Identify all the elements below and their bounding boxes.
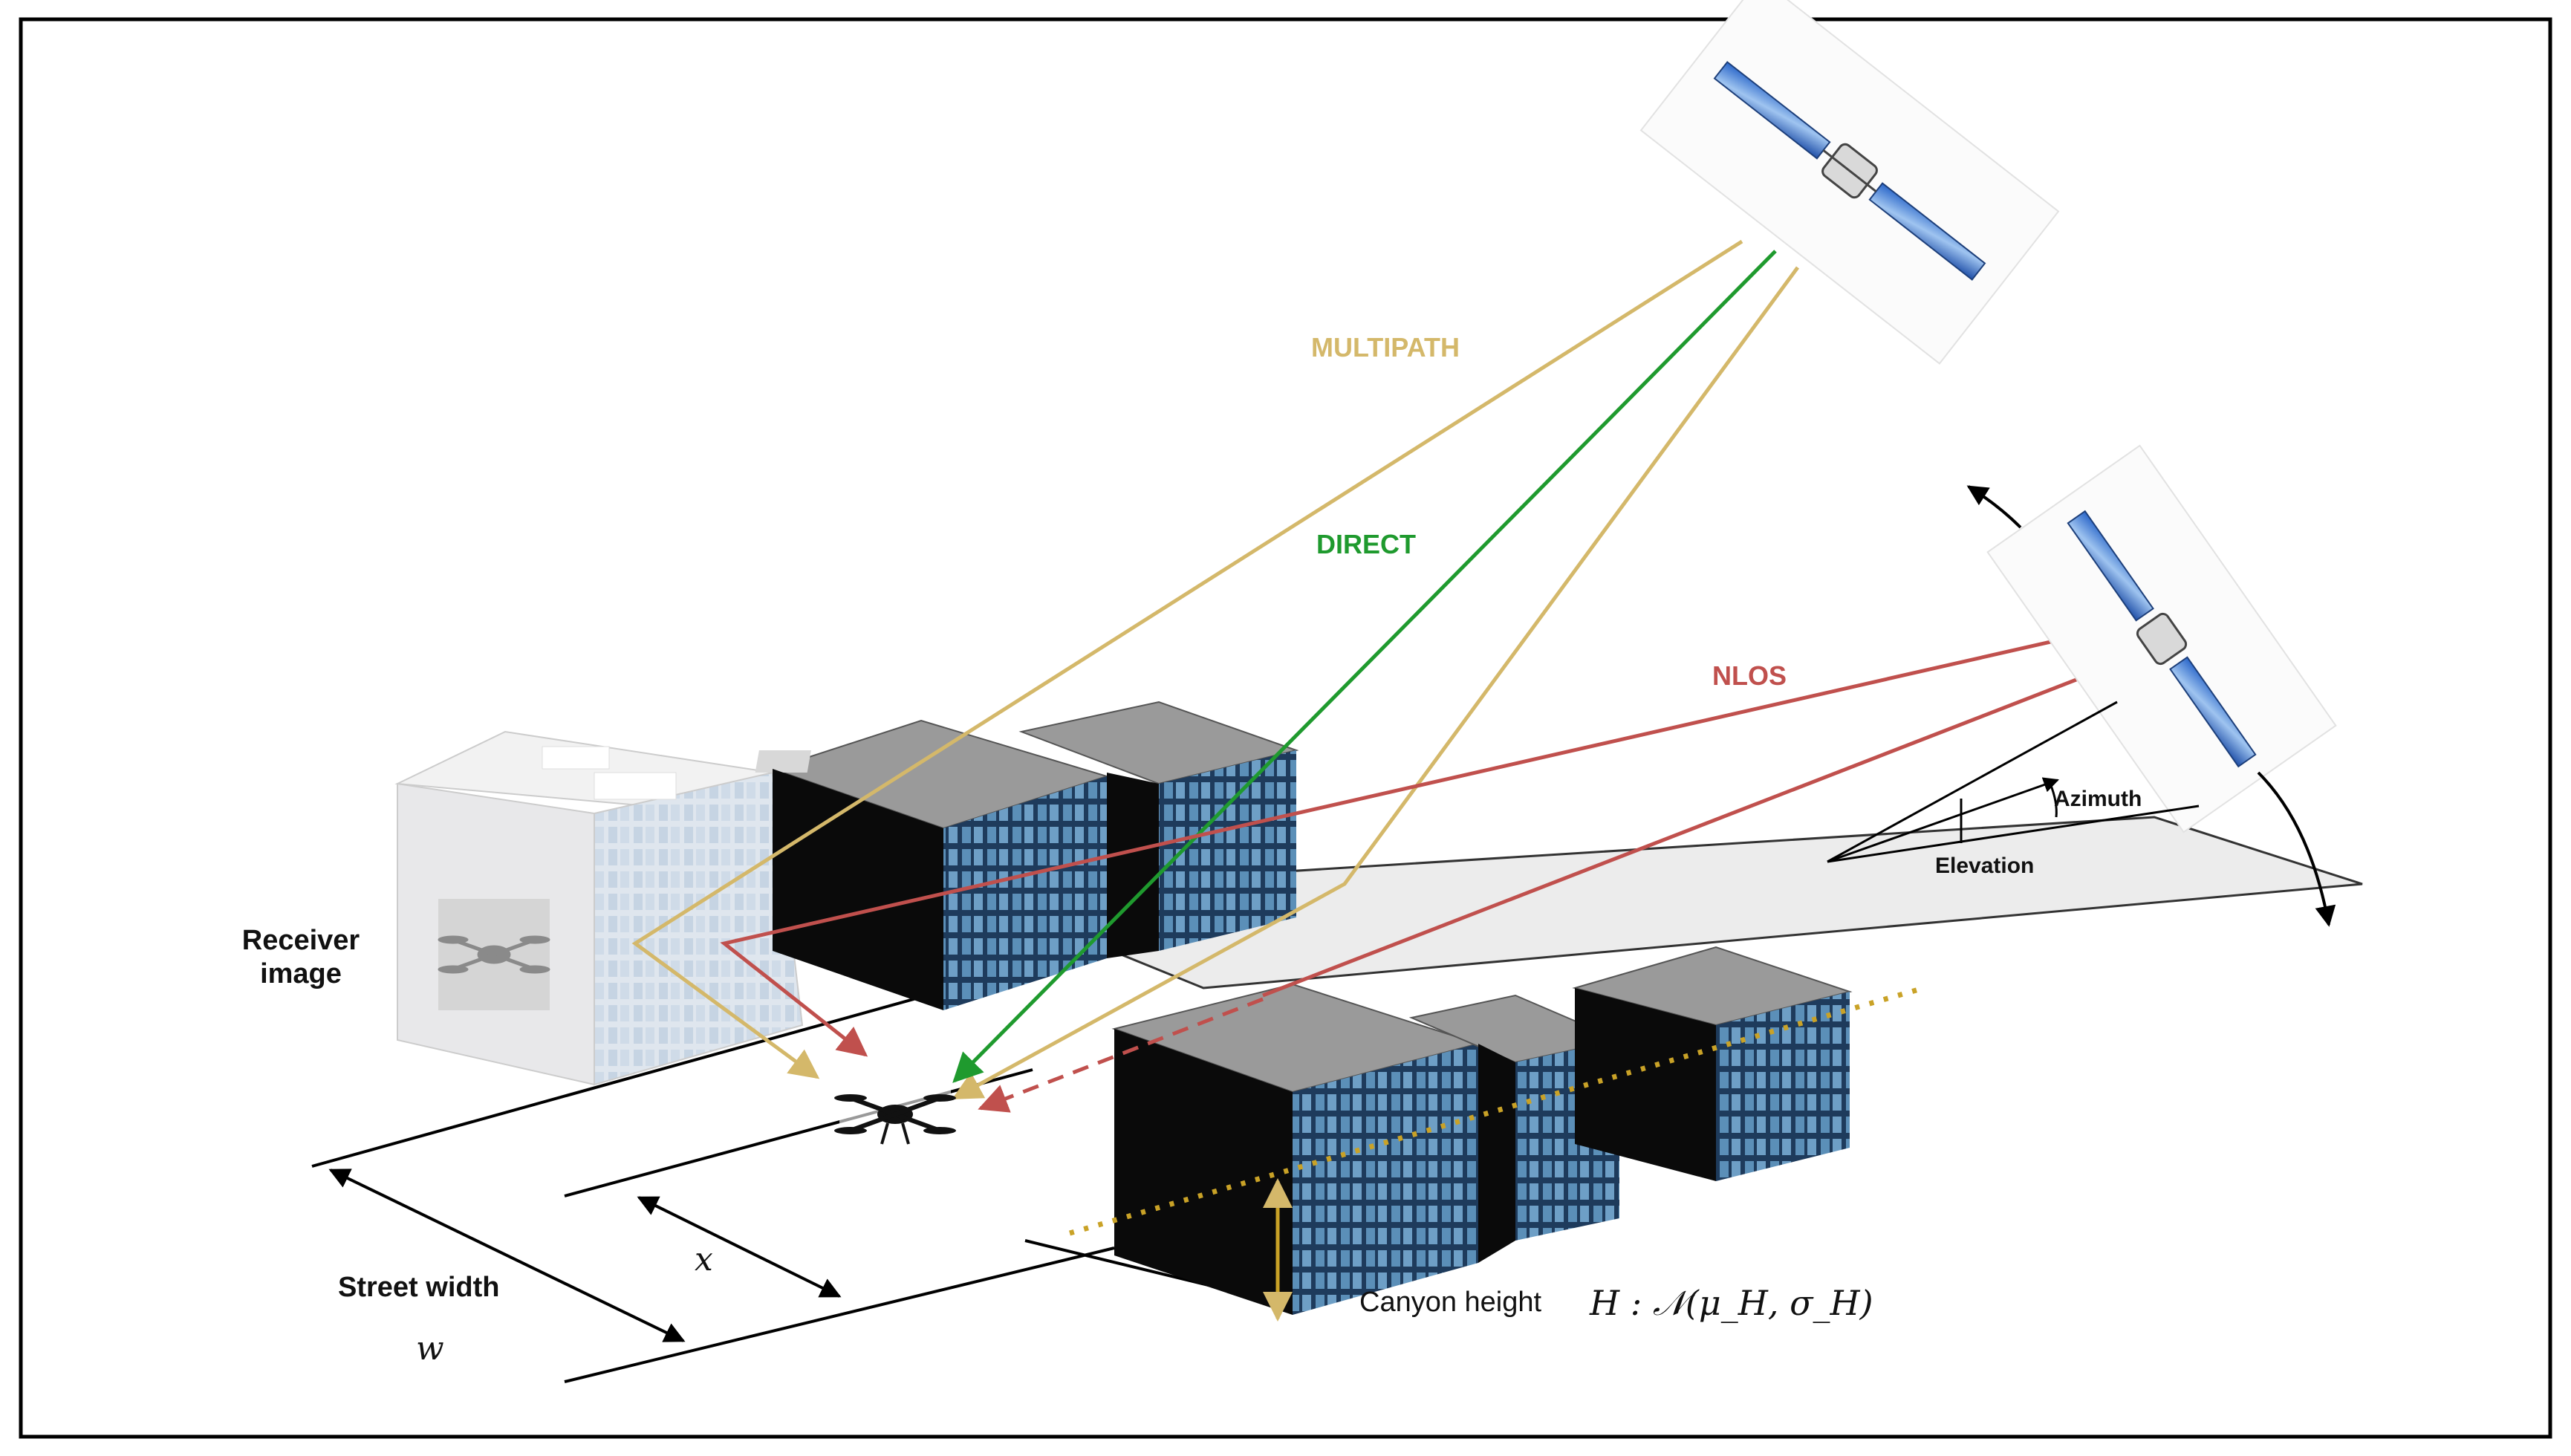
satellite-motion-arc-down (2257, 771, 2336, 927)
angle-geometry (1827, 701, 2200, 863)
drone-icon (834, 1073, 956, 1155)
canyon-height-label: Canyon height (1359, 1287, 1542, 1318)
building-front-3 (1572, 946, 1853, 1181)
receiver-image-label-line1: Receiver (242, 925, 360, 956)
direct-signal (952, 250, 1777, 1083)
azimuth-label: Azimuth (2054, 787, 2142, 811)
building-front-1 (1111, 983, 1481, 1315)
satellite-motion-arc-up (1966, 485, 2022, 529)
offset-symbol: x (695, 1241, 713, 1278)
offset-dimension (637, 1196, 842, 1298)
building-front-2 (1408, 994, 1622, 1263)
building-back-left-1 (755, 719, 1110, 1010)
multipath-label: MULTIPATH (1311, 332, 1460, 363)
drone-icon (438, 935, 550, 974)
figure-frame (19, 17, 2552, 1439)
elevation-label: Elevation (1935, 854, 2034, 878)
street-width-label: Street width (338, 1272, 499, 1303)
nlos-signals (720, 633, 2081, 1113)
multipath-signals (631, 239, 1800, 1100)
canyon-height-formula: H : 𝒩(μ_H, σ_H) (1589, 1283, 1873, 1323)
receiver-image-label-line2: image (260, 958, 342, 989)
receiver-image-building (394, 730, 804, 1086)
satellite-icon (1639, 0, 2060, 365)
nlos-label: NLOS (1712, 660, 1787, 691)
street-width-dimension (328, 1169, 686, 1342)
street-width-symbol: w (416, 1330, 444, 1368)
satellite-icon (1986, 444, 2337, 833)
direct-label: DIRECT (1316, 529, 1416, 559)
